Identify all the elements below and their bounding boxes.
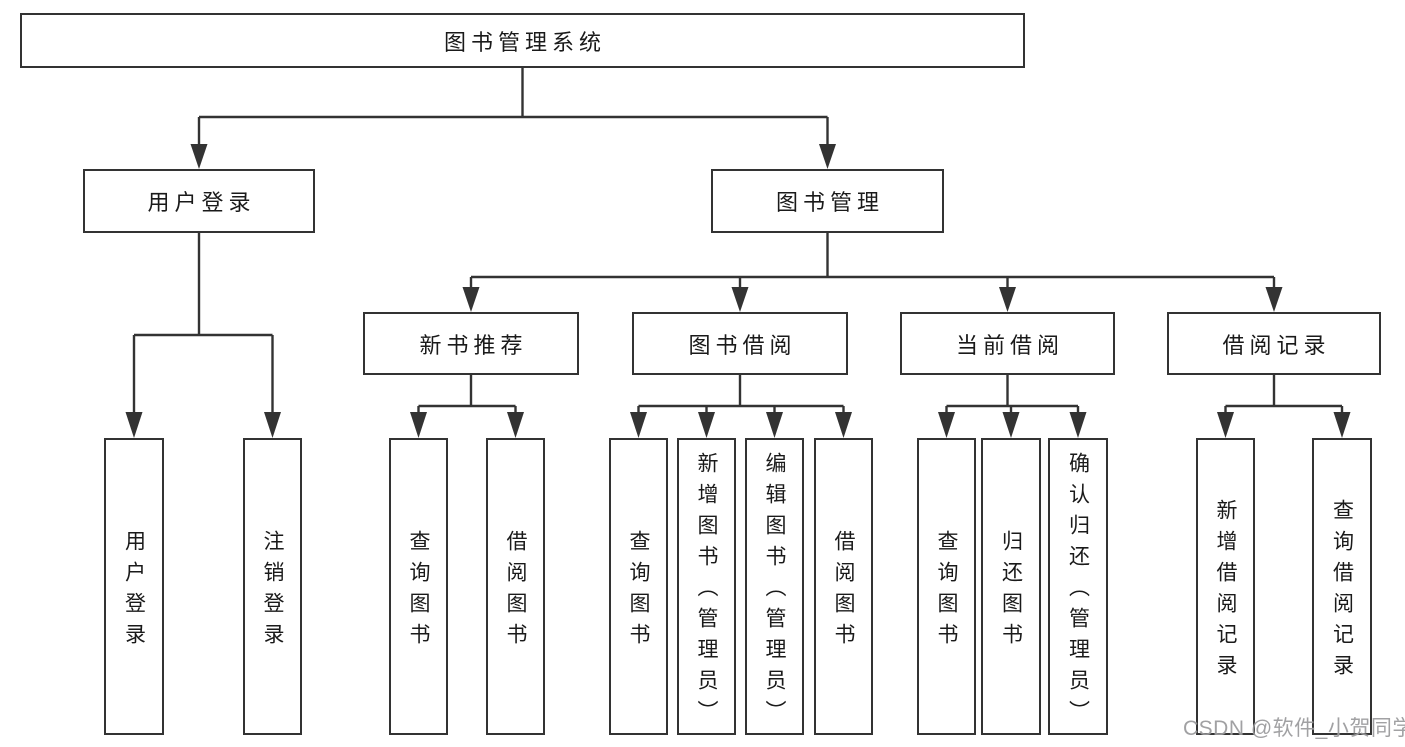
node-book-borrowing: 图书借阅	[632, 312, 848, 375]
node-new-book-recommend: 新书推荐	[363, 312, 579, 375]
leaf-confirm-return-admin: 确认归还（管理员）	[1048, 438, 1108, 735]
leaf-label: 用户登录	[122, 529, 146, 654]
leaf-label: 借阅图书	[504, 529, 527, 654]
leaf-label: 查询借阅记录	[1330, 498, 1354, 685]
node-borrowing-records: 借阅记录	[1167, 312, 1381, 375]
leaf-borrow-books: 借阅图书	[814, 438, 873, 735]
leaf-label: 确认归还（管理员）	[1066, 452, 1090, 731]
node-system-root: 图书管理系统	[20, 13, 1025, 68]
leaf-label: 新增图书（管理员）	[695, 452, 718, 731]
leaf-label: 查询图书	[627, 529, 650, 654]
leaf-label: 注销登录	[261, 529, 284, 654]
node-label: 用户登录	[147, 190, 256, 215]
leaf-query-books: 查询图书	[389, 438, 448, 735]
leaf-query-books: 查询图书	[917, 438, 976, 735]
leaf-label: 借阅图书	[832, 529, 855, 654]
node-label: 借阅记录	[1222, 332, 1331, 358]
leaf-label: 新增借阅记录	[1214, 498, 1237, 685]
leaf-query-borrow-record: 查询借阅记录	[1312, 438, 1372, 735]
node-user-login: 用户登录	[83, 169, 315, 233]
leaf-label: 查询图书	[407, 529, 430, 654]
leaf-borrow-books: 借阅图书	[486, 438, 545, 735]
leaf-query-books: 查询图书	[609, 438, 668, 735]
node-label: 当前借阅	[955, 332, 1064, 358]
node-label: 图书管理系统	[443, 29, 606, 55]
node-label: 图书管理	[775, 190, 884, 215]
leaf-edit-books-admin: 编辑图书（管理员）	[745, 438, 804, 735]
leaf-return-books: 归还图书	[981, 438, 1041, 735]
node-book-management: 图书管理	[711, 169, 944, 233]
leaf-logout: 注销登录	[243, 438, 302, 735]
leaf-label: 归还图书	[999, 529, 1023, 654]
leaf-label: 查询图书	[935, 529, 958, 654]
leaf-add-borrow-record: 新增借阅记录	[1196, 438, 1255, 735]
leaf-add-books-admin: 新增图书（管理员）	[677, 438, 736, 735]
leaf-user-login: 用户登录	[104, 438, 164, 735]
leaf-label: 编辑图书（管理员）	[763, 452, 786, 731]
node-current-borrowing: 当前借阅	[900, 312, 1115, 375]
node-label: 图书借阅	[688, 332, 797, 358]
csdn-watermark: CSDN @软件_小贺同学	[1183, 717, 1405, 740]
node-label: 新书推荐	[419, 332, 528, 358]
